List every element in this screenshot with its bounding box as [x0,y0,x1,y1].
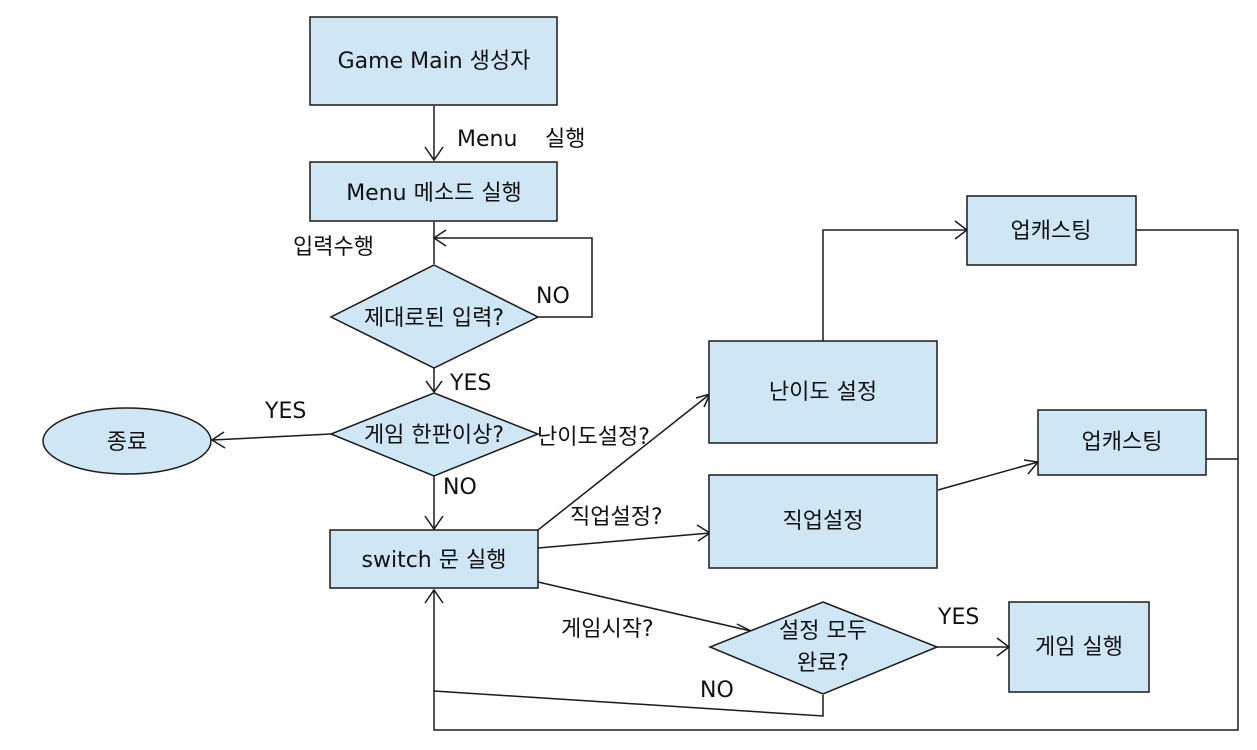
node-label: switch 문 실행 [362,548,507,573]
node-valid-input: 제대로된 입력? [329,264,540,369]
process-box [1008,601,1150,693]
node-difficulty: 난이도 설정 [708,340,938,444]
process-box [309,161,558,222]
node-run-game: 게임 실행 [1008,601,1150,693]
edge-label-no: NO [443,475,477,500]
edge-switch-to-allset [537,581,752,632]
edge-label-job: 직업설정? [570,505,663,530]
node-game-played: 게임 한판이상? [328,392,541,477]
edge-label-yes: YES [937,605,979,630]
node-all-set: 설정 모두 완료? [708,601,940,695]
process-box [329,529,539,589]
node-menu-method: Menu 메소드 실행 [309,161,558,222]
edge-upcast-return [433,229,1239,731]
node-label: 게임 한판이상? [364,423,504,448]
node-label: 난이도 설정 [769,380,877,405]
edge-labels: Menu 실행 입력수행 NO YES YES NO 난이도설정? 직업설정? … [264,127,979,703]
node-game-main: Game Main 생성자 [309,16,558,106]
node-upcast-2: 업캐스팅 [1037,409,1207,476]
arrowhead [424,515,444,531]
process-box [708,474,938,569]
edge-label-difficulty: 난이도설정? [537,425,650,450]
node-label: 업캐스팅 [1082,430,1163,455]
process-box [708,340,938,444]
process-box [1037,409,1207,476]
arrowhead [210,431,226,449]
edge-switch-to-difficulty [537,393,711,531]
edge-label-yes: YES [264,399,306,424]
node-label: 종료 [107,430,147,455]
edge-switch-to-job [537,532,711,549]
edge-label-run: 실행 [545,127,585,152]
node-label: Game Main 생성자 [338,49,531,74]
edge-label-no: NO [536,284,570,309]
node-label: Menu 메소드 실행 [346,181,522,206]
decision-diamond [328,392,541,477]
edge-label-no: NO [700,678,734,703]
node-label: 제대로된 입력? [364,306,504,331]
process-box [309,16,558,106]
edge-label-yes: YES [449,371,491,396]
edge-label-menu: Menu [457,127,517,152]
process-box [966,195,1137,266]
edge-allset-no [433,690,824,717]
edge-label-start: 게임시작? [561,617,654,642]
edge-job-to-upcast [937,461,1039,491]
node-label: 업캐스팅 [1011,219,1092,244]
edge-label-do-input: 입력수행 [293,235,374,260]
arrowhead [425,380,443,394]
edge-valid-no-loop [434,237,593,318]
node-switch: switch 문 실행 [329,529,539,589]
node-label: 직업설정 [783,509,864,534]
node-upcast-1: 업캐스팅 [966,195,1137,266]
node-label: 게임 실행 [1035,635,1123,660]
edge-played-yes [211,433,332,441]
arrowhead [424,146,444,162]
node-exit: 종료 [42,407,212,475]
arrowhead [424,588,444,604]
terminal-ellipse [42,407,212,475]
node-job: 직업설정 [708,474,938,569]
node-label: 완료? [797,651,849,676]
edge-difficulty-to-upcast [822,229,967,341]
decision-diamond [329,264,540,369]
node-label: 설정 모두 [779,619,867,644]
arrowhead [432,229,447,247]
arrowhead [1023,459,1040,475]
decision-diamond [708,601,940,695]
